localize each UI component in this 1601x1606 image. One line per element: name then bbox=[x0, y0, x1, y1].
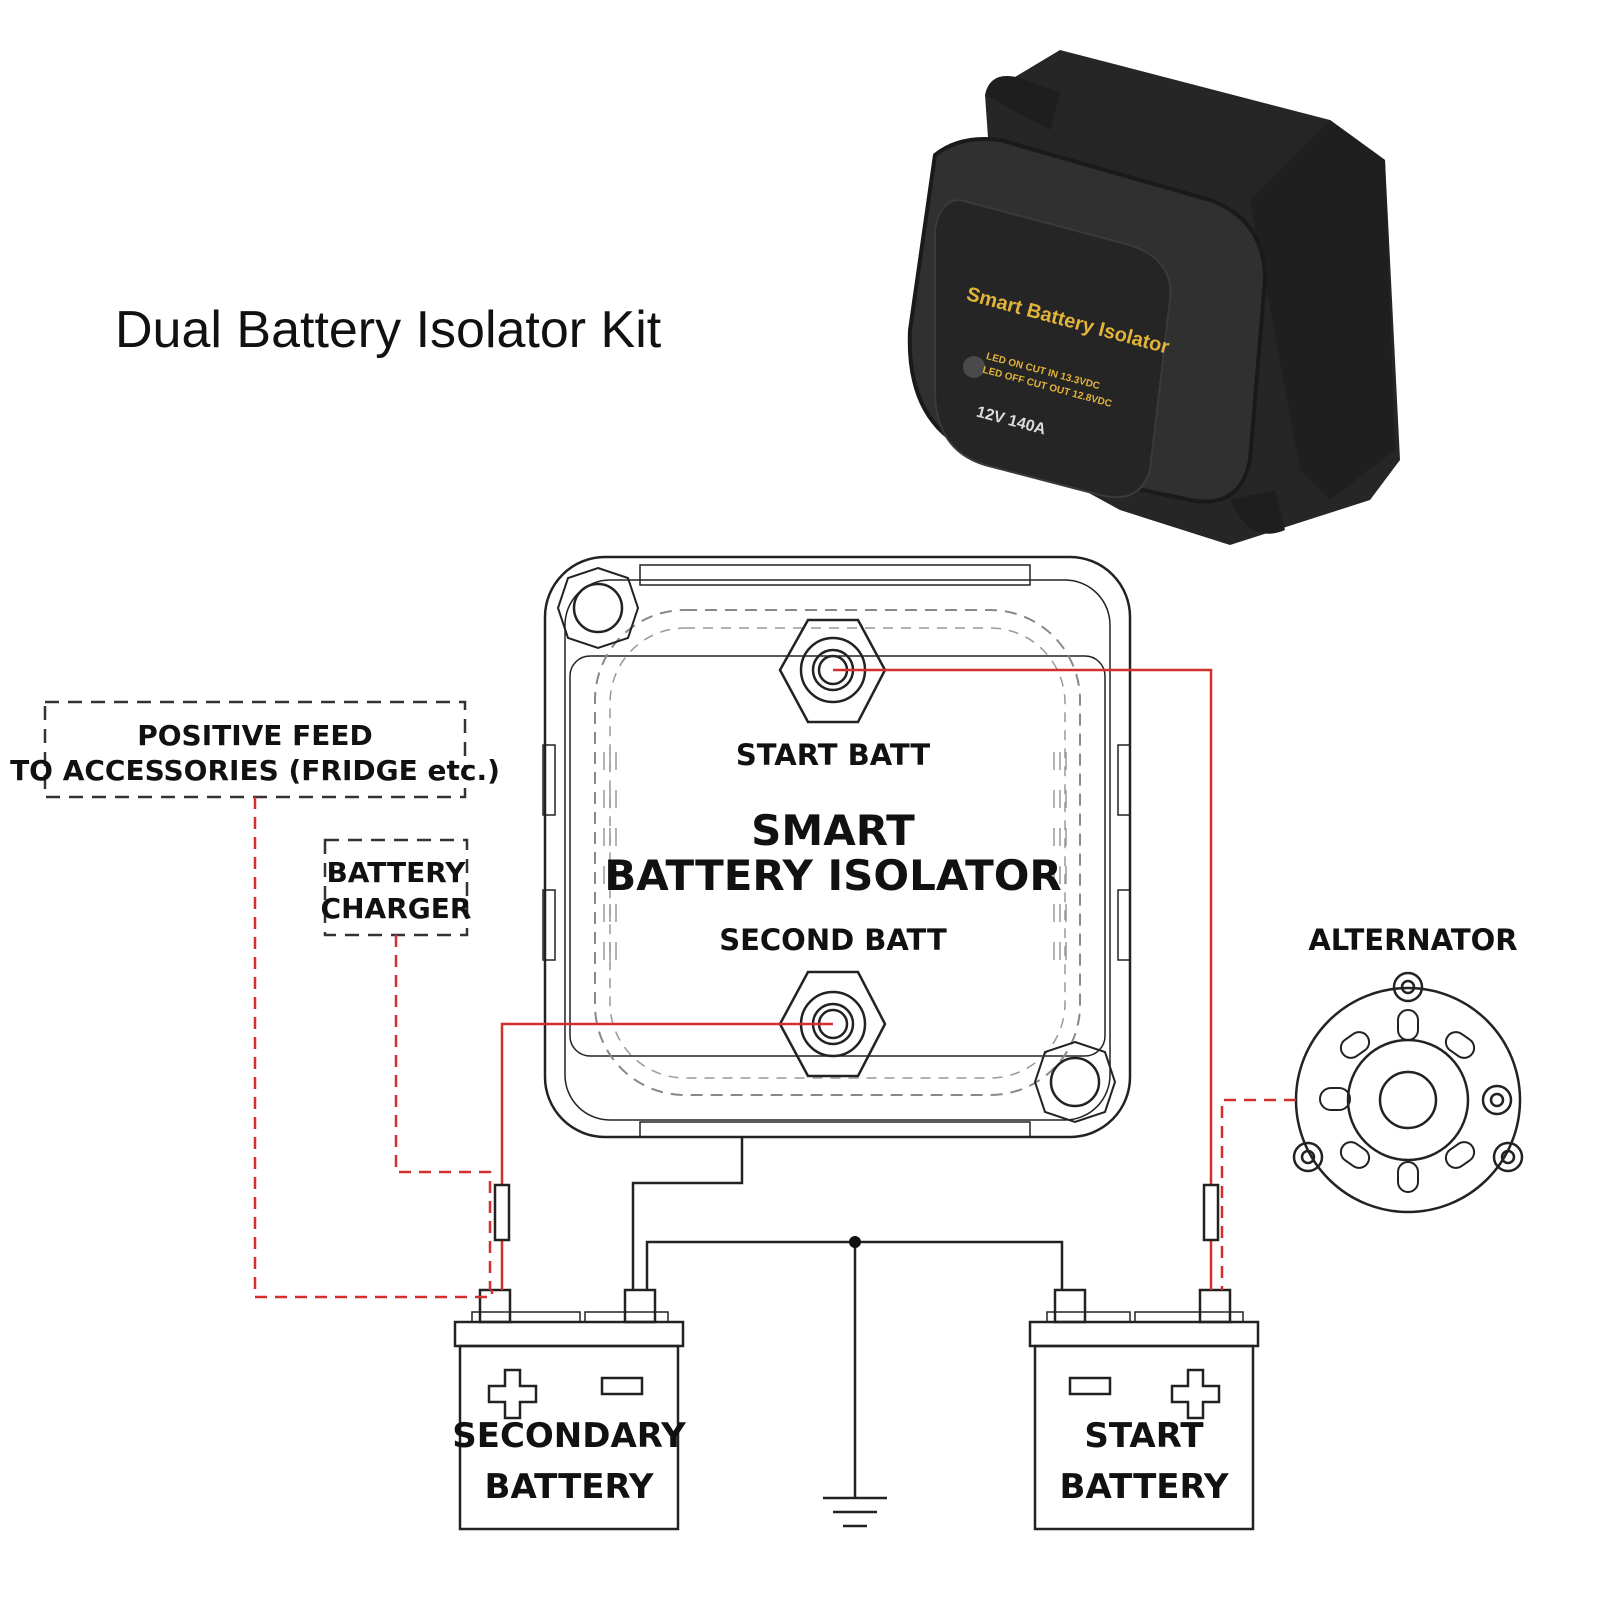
accessories-label-line2: TO ACCESSORIES (FRIDGE etc.) bbox=[10, 754, 500, 787]
secondary-battery-label-line2: BATTERY bbox=[485, 1467, 654, 1507]
alternator-icon bbox=[1292, 971, 1524, 1214]
second-batt-label: SECOND BATT bbox=[719, 923, 947, 957]
start-batt-label: START BATT bbox=[736, 738, 931, 772]
wire-positive-start bbox=[833, 668, 1213, 1290]
secondary-battery-label-line1: SECONDARY bbox=[452, 1416, 686, 1456]
wire-accessories-feed bbox=[253, 797, 494, 1299]
wire-positive-second bbox=[500, 1022, 833, 1290]
ground-symbol-icon bbox=[823, 1496, 887, 1528]
led-indicator-icon bbox=[963, 356, 985, 378]
isolator-title-line1: SMART bbox=[751, 806, 915, 855]
wire-alternator-feed bbox=[1220, 1098, 1296, 1290]
kit-title: Dual Battery Isolator Kit bbox=[115, 301, 662, 359]
negative-terminal-icon bbox=[600, 1376, 644, 1396]
fuse-secondary-icon bbox=[493, 1183, 511, 1242]
junction-dot-icon bbox=[849, 1236, 861, 1248]
negative-terminal-icon bbox=[1068, 1376, 1112, 1396]
mount-hole-bottom-right-icon bbox=[1033, 1040, 1117, 1124]
positive-terminal-icon bbox=[1170, 1368, 1221, 1420]
product-photo: Smart Battery Isolator LED ON CUT IN 13.… bbox=[907, 50, 1400, 545]
wire-charger-feed bbox=[394, 935, 492, 1290]
wire-negative-ground bbox=[631, 1137, 1064, 1498]
start-battery bbox=[1028, 1288, 1260, 1531]
mount-hole-top-left-icon bbox=[556, 566, 640, 650]
start-battery-label-line1: START bbox=[1084, 1416, 1204, 1456]
start-battery-label-line2: BATTERY bbox=[1060, 1467, 1229, 1507]
fuse-start-icon bbox=[1202, 1183, 1220, 1242]
secondary-battery bbox=[453, 1288, 685, 1531]
charger-box: BATTERY CHARGER bbox=[321, 838, 472, 937]
accessories-box: POSITIVE FEED TO ACCESSORIES (FRIDGE etc… bbox=[10, 700, 500, 799]
accessories-label-line1: POSITIVE FEED bbox=[137, 719, 373, 752]
charger-label-line2: CHARGER bbox=[321, 892, 472, 925]
positive-terminal-icon bbox=[487, 1368, 538, 1420]
alternator-label: ALTERNATOR bbox=[1308, 923, 1517, 957]
isolator-unit bbox=[542, 555, 1132, 1139]
isolator-title-line2: BATTERY ISOLATOR bbox=[604, 851, 1062, 900]
charger-label-line1: BATTERY bbox=[326, 856, 466, 889]
